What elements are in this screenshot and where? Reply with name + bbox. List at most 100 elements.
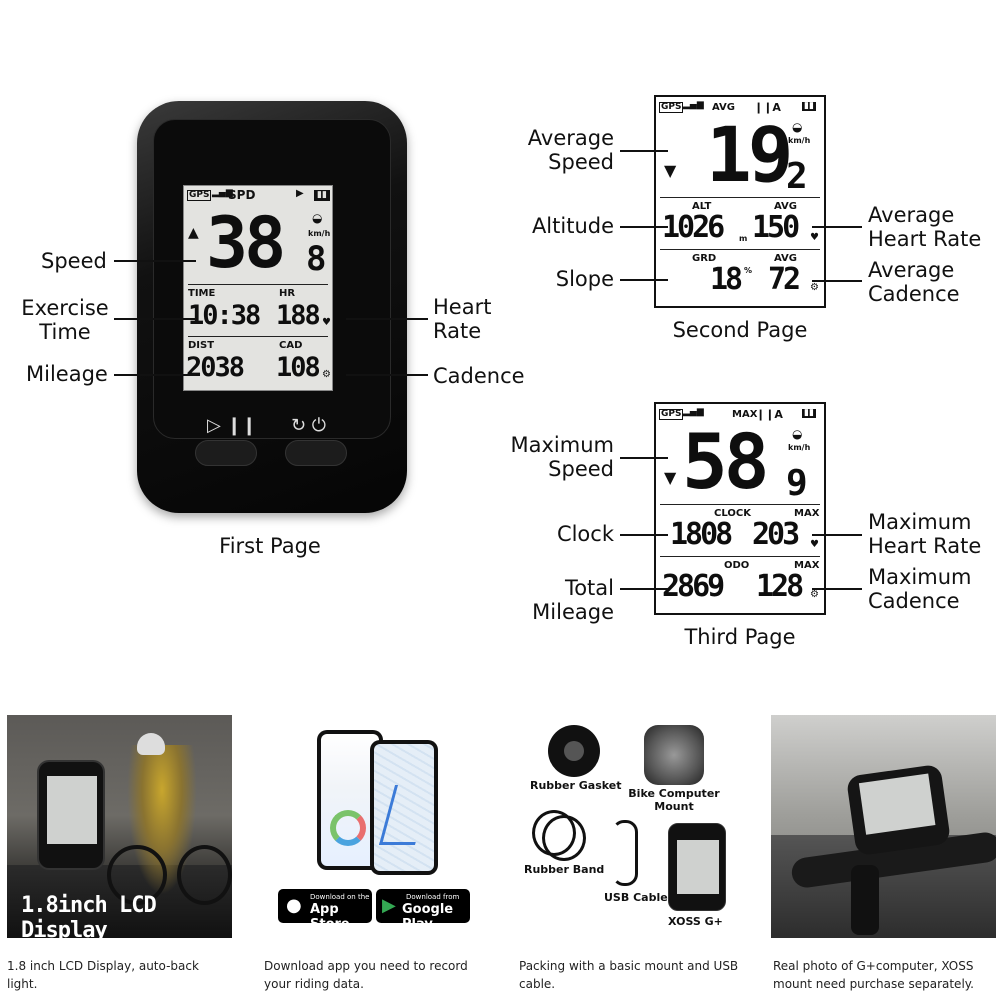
- power-button[interactable]: [285, 440, 347, 466]
- first-page-device: GPS ▂▄▆ SPD ▶ ▮▮ ▲ 38 ◒ km/h 8 TIME HR 1…: [137, 101, 407, 513]
- total-mileage-line2: Mileage: [532, 600, 614, 624]
- grd-label: GRD: [692, 253, 717, 264]
- cad-value: 108: [276, 352, 321, 383]
- divider: [188, 336, 328, 337]
- clock-value: 1808: [670, 517, 733, 552]
- max-speed-line1: Maximum: [510, 433, 614, 457]
- max-cad-line1: Maximum: [868, 565, 972, 589]
- max-speed-label: Maximum Speed: [500, 433, 614, 481]
- usb-cable-label: USB Cable: [604, 891, 668, 904]
- gps-icon: GPS: [187, 190, 212, 201]
- real-photo: [771, 715, 996, 938]
- clock-pointer: [620, 534, 668, 536]
- time-value: 10:38: [188, 300, 261, 331]
- avg-cad-pointer: [812, 280, 862, 282]
- alt-unit: m: [739, 234, 748, 243]
- speedometer-icon: ◒: [792, 120, 803, 134]
- dist-value: 2038: [186, 352, 245, 383]
- heart-rate-line1: Heart: [433, 295, 492, 319]
- package-contents-photo: Rubber Gasket Bike Computer Mount Rubber…: [518, 715, 743, 938]
- bike-wheel: [107, 845, 167, 905]
- device-closeup-screen: [47, 776, 97, 844]
- stem: [851, 865, 879, 935]
- second-page-screen: GPS ▂▄▆ AVG ❙❙A ▮▮ ▼ 19 ◒ km/h 2 ALT AVG…: [654, 95, 826, 308]
- avg-hr-pointer: [812, 226, 862, 228]
- heart-rate-line2: Rate: [433, 319, 482, 343]
- auto-icon: ❙❙A: [754, 101, 781, 114]
- exercise-time-pointer: [114, 318, 196, 320]
- cadence-label: Cadence: [433, 364, 525, 388]
- google-play-button[interactable]: ▶ Download from Google Play: [376, 889, 470, 932]
- avg-speed-small-value: 2: [786, 156, 808, 197]
- signal-icon: ▂▄▆: [683, 100, 704, 110]
- max-hr-line1: Maximum: [868, 510, 972, 534]
- speed-big-value: 38: [206, 202, 286, 284]
- altitude-pointer: [620, 226, 668, 228]
- avg-speed-pointer: [620, 150, 668, 152]
- avg-hr-value: 150: [752, 210, 800, 245]
- unit-label: km/h: [788, 136, 811, 145]
- down-arrow-icon: ▼: [664, 468, 677, 487]
- google-play-label: Google Play: [402, 902, 454, 932]
- rubber-band-label: Rubber Band: [524, 863, 605, 876]
- up-arrow-icon: ▲: [188, 225, 199, 241]
- max-speed-pointer: [620, 457, 668, 459]
- heart-rate-pointer: [346, 318, 428, 320]
- avg-hr-label: AVG: [774, 201, 798, 212]
- divider: [660, 504, 820, 505]
- slope-label: Slope: [555, 267, 614, 291]
- refresh-power-icon: ↻ ⏻: [291, 415, 327, 436]
- max-hr-value: 203: [752, 517, 800, 552]
- divider: [660, 249, 820, 250]
- rubber-band-image: [542, 815, 586, 861]
- exercise-time-label: Exercise Time: [20, 296, 110, 344]
- total-mileage-pointer: [620, 588, 668, 590]
- max-speed-small-value: 9: [786, 463, 808, 504]
- max-cad-value: 128: [756, 569, 804, 604]
- heart-icon: ♥: [810, 232, 819, 243]
- usb-cable-image: [612, 820, 638, 886]
- avg-cad-label: AVG: [774, 253, 798, 264]
- app-store-button[interactable]: ● Download on the App Store: [278, 889, 372, 932]
- app-download-photo: ● Download on the App Store ▶ Download f…: [262, 715, 487, 938]
- altitude-value: 1026: [662, 210, 725, 245]
- speedometer-icon: ◒: [312, 211, 323, 225]
- divider: [188, 284, 328, 285]
- exercise-time-line1: Exercise: [21, 296, 109, 320]
- feature-description-1: 1.8 inch LCD Display, auto-back light.: [7, 959, 199, 991]
- exercise-time-line2: Time: [39, 320, 91, 344]
- divider: [660, 556, 820, 557]
- battery-icon: ▮▮: [314, 190, 330, 201]
- xoss-device-image: [668, 823, 726, 911]
- avg-cad-line1: Average: [868, 258, 955, 282]
- app-store-label: App Store: [310, 902, 350, 932]
- mileage-pointer: [114, 374, 196, 376]
- auto-icon: ❙❙A: [756, 408, 783, 421]
- app-ring-chart: [330, 810, 366, 846]
- gps-icon: GPS: [659, 102, 684, 113]
- mileage-label: Mileage: [26, 362, 108, 386]
- dist-label: DIST: [188, 340, 215, 351]
- avg-speed-line1: Average: [527, 126, 614, 150]
- mode-label: MAX: [732, 409, 758, 420]
- rubber-gasket-label: Rubber Gasket: [530, 779, 622, 792]
- third-page-screen: GPS ▂▄▆ MAX ❙❙A ▮▮ ▼ 58 ◒ km/h 9 CLOCK M…: [654, 402, 826, 615]
- total-mileage-label: Total Mileage: [500, 576, 614, 624]
- start-pause-button[interactable]: [195, 440, 257, 466]
- max-cad-line2: Cadence: [868, 589, 960, 613]
- hr-label: HR: [279, 288, 296, 299]
- max-hr-line2: Heart Rate: [868, 534, 982, 558]
- heart-icon: ♥: [322, 317, 331, 328]
- avg-hr-line1: Average: [868, 203, 955, 227]
- avg-speed-line2: Speed: [548, 150, 614, 174]
- max-hr-side-label: Maximum Heart Rate: [868, 510, 981, 558]
- grade-value: 18: [710, 262, 743, 297]
- cadence-icon: ⚙: [810, 282, 819, 293]
- rubber-gasket-image: [548, 725, 600, 777]
- heart-icon: ♥: [810, 539, 819, 550]
- divider: [660, 197, 820, 198]
- first-page-screen: GPS ▂▄▆ SPD ▶ ▮▮ ▲ 38 ◒ km/h 8 TIME HR 1…: [183, 185, 333, 391]
- avg-hr-line2: Heart Rate: [868, 227, 982, 251]
- max-cad-side-label: Maximum Cadence: [868, 565, 971, 613]
- avg-cad-value: 72: [768, 262, 801, 297]
